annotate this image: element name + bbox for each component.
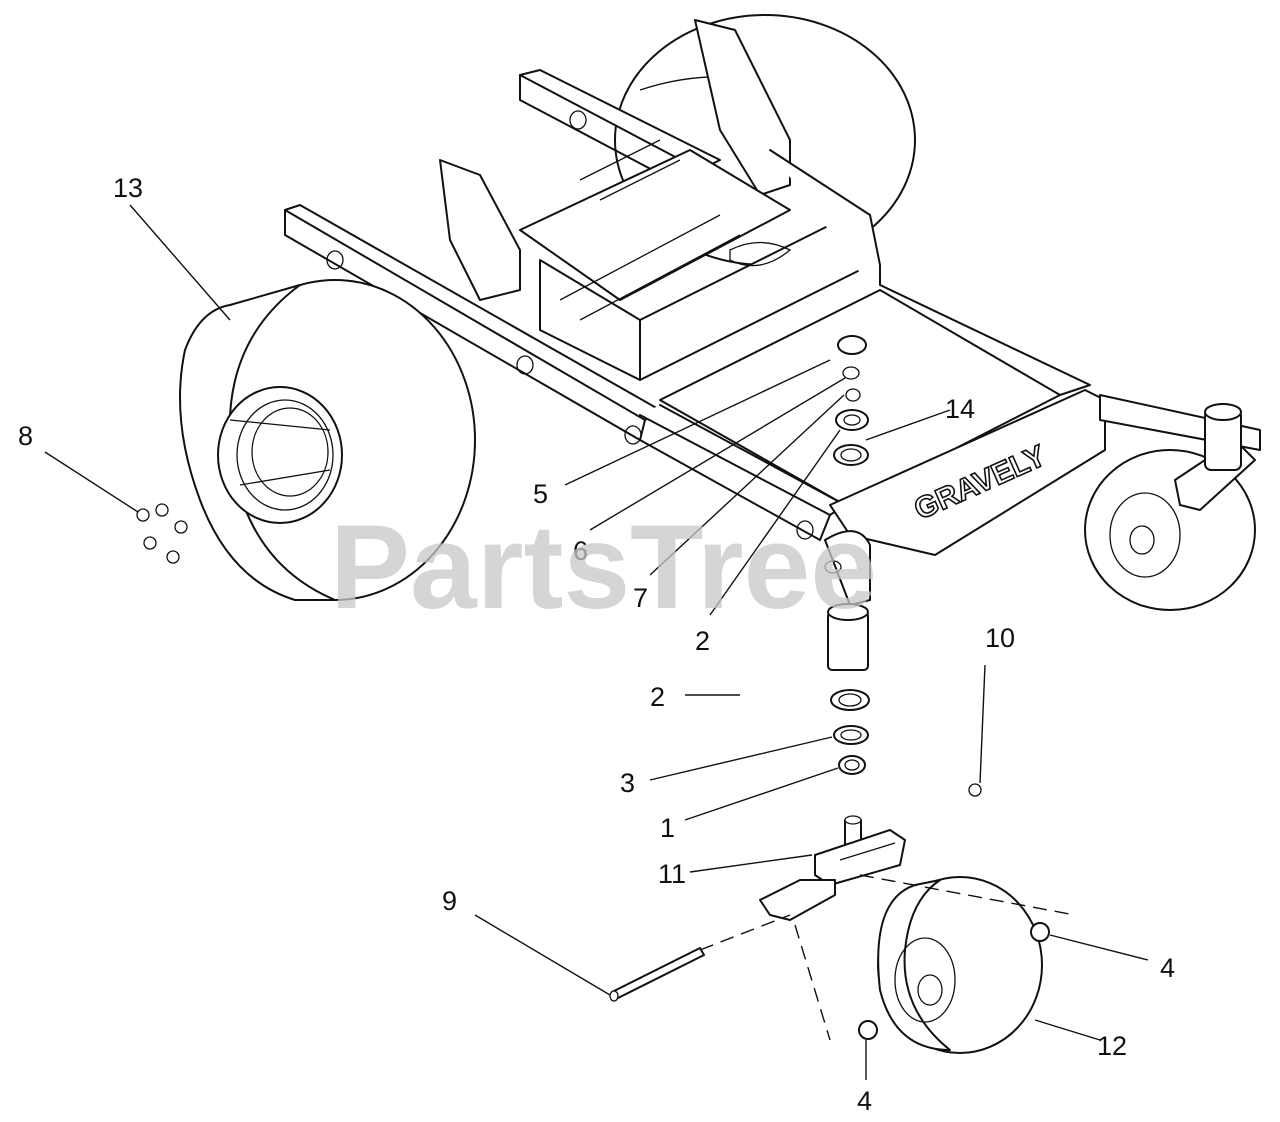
callout-3: 3 (620, 768, 635, 798)
callout-8: 8 (18, 421, 33, 451)
callout-4-right: 4 (1160, 953, 1175, 983)
callout-14: 14 (945, 394, 975, 424)
callout-7: 7 (633, 583, 648, 613)
callout-11: 11 (658, 859, 686, 889)
caster-wheel-front (858, 876, 1050, 1054)
caster-wheel-right (1084, 394, 1261, 611)
lug-nuts (136, 503, 188, 564)
callout-13: 13 (113, 173, 143, 203)
callout-12: 12 (1097, 1031, 1127, 1061)
axle-bolt (609, 947, 705, 1002)
callout-9: 9 (442, 886, 457, 916)
rear-tire-left (179, 279, 476, 601)
caster-fork-left (824, 530, 871, 671)
caster-yoke (759, 815, 906, 921)
callout-1: 1 (660, 813, 675, 843)
leader-lines (44, 204, 1149, 1080)
callout-2-upper: 2 (695, 626, 710, 656)
watermark: PartsTree (330, 500, 877, 634)
upper-bearing-stack (833, 335, 869, 466)
callout-2-lower: 2 (650, 682, 665, 712)
callout-5: 5 (533, 479, 548, 509)
callout-6: 6 (573, 536, 588, 566)
nut-10 (968, 783, 982, 797)
lower-bearing-stack (830, 689, 870, 775)
callout-10: 10 (985, 623, 1015, 653)
callout-4-bottom: 4 (857, 1086, 872, 1116)
